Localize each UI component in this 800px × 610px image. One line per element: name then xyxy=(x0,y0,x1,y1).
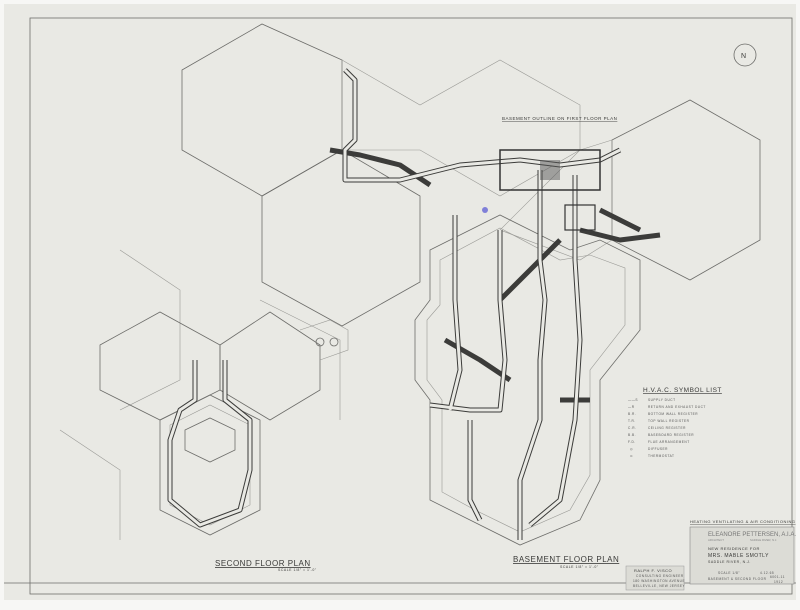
second-floor-plan-scale: SCALE 1/8" = 1'-0" xyxy=(278,568,317,572)
svg-text:HEATING VENTILATING & AIR COND: HEATING VENTILATING & AIR CONDITIONING xyxy=(690,519,796,524)
svg-text:◎: ◎ xyxy=(630,447,633,451)
symbol-list-item: C.R. CEILING REGISTER xyxy=(628,426,686,430)
svg-text:TOP WALL REGISTER: TOP WALL REGISTER xyxy=(648,419,690,423)
svg-text:T.R.: T.R. xyxy=(628,419,636,423)
svg-text:BELLEVILLE, NEW JERSEY: BELLEVILLE, NEW JERSEY xyxy=(633,584,685,588)
title-block: HEATING VENTILATING & AIR CONDITIONING E… xyxy=(689,519,796,585)
svg-text:SUPPLY DUCT: SUPPLY DUCT xyxy=(648,398,676,402)
air-handler-unit xyxy=(564,204,596,231)
svg-text:MRS. MABLE SMOTLY: MRS. MABLE SMOTLY xyxy=(708,553,769,559)
svg-text:ELEANORE PETTERSEN, A.I.A.: ELEANORE PETTERSEN, A.I.A. xyxy=(708,532,796,538)
svg-text:SADDLE RIVER, N.J.: SADDLE RIVER, N.J. xyxy=(708,560,751,564)
symbol-list-item: ——S SUPPLY DUCT xyxy=(628,398,676,402)
basement-outline-note: BASEMENT OUTLINE ON FIRST FLOOR PLAN xyxy=(502,116,617,121)
symbol-list-title: H.V.A.C. SYMBOL LIST xyxy=(643,387,722,394)
symbol-list-item: T.R. TOP WALL REGISTER xyxy=(628,419,690,423)
north-arrow: N xyxy=(733,43,757,67)
svg-text:B.R.: B.R. xyxy=(628,412,636,416)
second-floor-plan-title: SECOND FLOOR PLAN xyxy=(215,559,311,568)
svg-text:ARCHITECT: ARCHITECT xyxy=(708,538,724,542)
symbol-list-item: ⊙ THERMOSTAT xyxy=(630,454,674,458)
svg-text:F.D.: F.D. xyxy=(628,440,636,444)
svg-text:BASEMENT & SECOND FLOOR: BASEMENT & SECOND FLOOR xyxy=(708,577,767,581)
symbol-list-item: F.D. FLUE ARRANGEMENT xyxy=(628,440,690,444)
svg-text:——S: ——S xyxy=(628,398,638,402)
symbol-list-item: ◎ DIFFUSER xyxy=(630,447,668,451)
hvac-symbol-list: H.V.A.C. SYMBOL LIST ——S SUPPLY DUCT —R RE… xyxy=(628,387,722,458)
svg-text:SCALE 1/8": SCALE 1/8" xyxy=(718,571,740,575)
svg-text:FLUE ARRANGEMENT: FLUE ARRANGEMENT xyxy=(648,440,690,444)
duct-runs xyxy=(329,68,661,540)
ink-mark xyxy=(482,207,488,213)
svg-text:4.12.65: 4.12.65 xyxy=(760,571,774,575)
basement-floor-plan-title: BASEMENT FLOOR PLAN xyxy=(513,555,619,564)
svg-text:RETURN AND EXHAUST DUCT: RETURN AND EXHAUST DUCT xyxy=(648,405,706,409)
svg-text:THERMOSTAT: THERMOSTAT xyxy=(648,454,674,458)
svg-text:N: N xyxy=(741,53,747,60)
svg-text:DIFFUSER: DIFFUSER xyxy=(648,447,668,451)
svg-text:180 WASHINGTON AVENUE: 180 WASHINGTON AVENUE xyxy=(633,579,685,583)
symbol-list-item: —R RETURN AND EXHAUST DUCT xyxy=(628,405,706,409)
svg-text:BASEBOARD REGISTER: BASEBOARD REGISTER xyxy=(648,433,694,437)
furnace-unit xyxy=(540,160,560,180)
svg-text:1912: 1912 xyxy=(774,580,783,584)
paper-sheet xyxy=(4,4,796,600)
svg-text:SADDLE RIVER, N.J.: SADDLE RIVER, N.J. xyxy=(750,538,777,542)
basement-floor-plan xyxy=(329,68,661,546)
symbol-list-item: B.R. BOTTOM WALL REGISTER xyxy=(628,412,698,416)
svg-text:BOTTOM WALL REGISTER: BOTTOM WALL REGISTER xyxy=(648,412,698,416)
svg-text:CEILING REGISTER: CEILING REGISTER xyxy=(648,426,686,430)
svg-text:6001-11: 6001-11 xyxy=(770,575,785,579)
svg-text:CONSULTING ENGINEER: CONSULTING ENGINEER xyxy=(636,574,684,578)
svg-text:B.B.: B.B. xyxy=(628,433,636,437)
svg-text:—R: —R xyxy=(628,405,635,409)
basement-floor-plan-scale: SCALE 1/8" = 1'-0" xyxy=(560,565,599,569)
furnace-room-equipment xyxy=(499,149,601,191)
svg-text:C.R.: C.R. xyxy=(628,426,636,430)
border-frame xyxy=(29,17,793,595)
consultant-stamp: RALPH F. VISCO CONSULTING ENGINEER 180 W… xyxy=(625,565,685,591)
second-floor-plan xyxy=(99,311,349,536)
symbol-list-item: B.B. BASEBOARD REGISTER xyxy=(628,433,694,437)
svg-text:⊙: ⊙ xyxy=(630,454,633,458)
svg-text:RALPH F. VISCO: RALPH F. VISCO xyxy=(634,568,672,573)
svg-text:NEW RESIDENCE FOR: NEW RESIDENCE FOR xyxy=(708,546,760,551)
